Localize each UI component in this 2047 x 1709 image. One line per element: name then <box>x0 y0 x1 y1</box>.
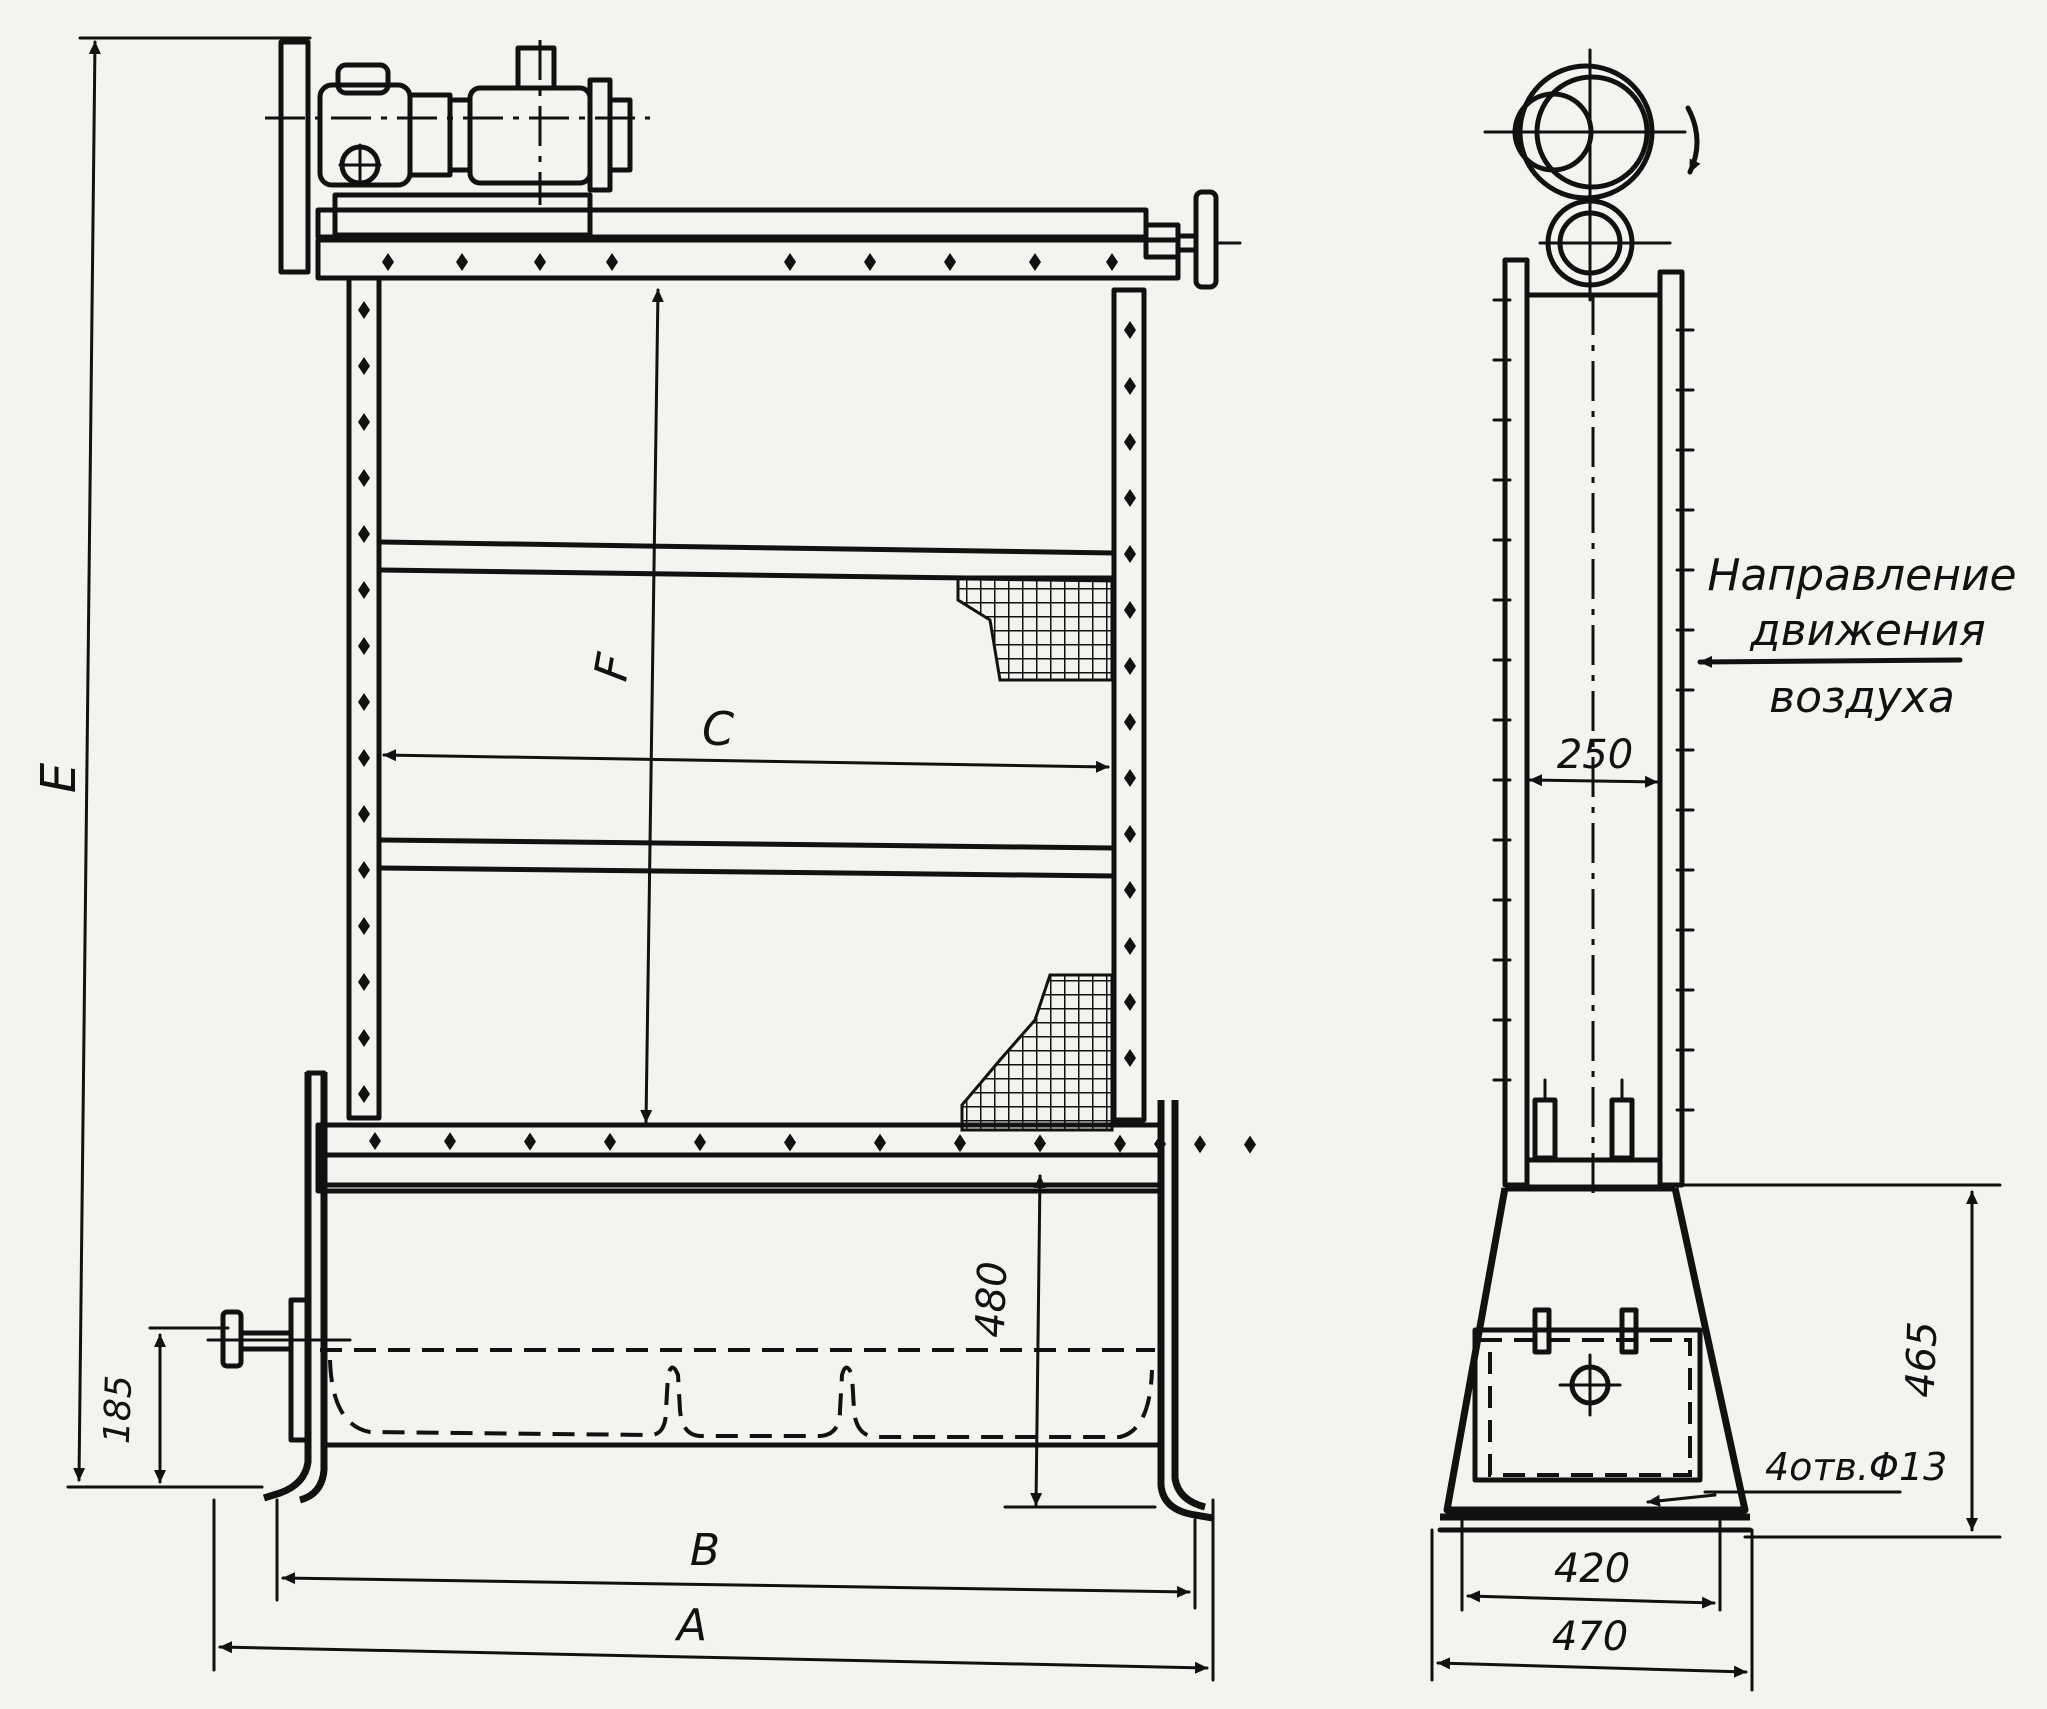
fan-rollers <box>1483 48 1701 302</box>
dimension-420: 420 <box>1460 1513 1722 1612</box>
right-post <box>1111 287 1147 1123</box>
holes-note: 4отв.Φ13 <box>1646 1445 1947 1507</box>
rivet <box>606 253 618 271</box>
rivet <box>1114 1134 1126 1153</box>
dimension-420-label: 420 <box>1554 1546 1630 1592</box>
rivet <box>954 1134 966 1153</box>
airflow-line-3: воздуха <box>1769 672 1955 723</box>
top-beam <box>315 189 1242 290</box>
rivet <box>358 749 370 767</box>
rivet <box>1124 1049 1136 1067</box>
dimension-470: 470 <box>1430 1528 1754 1692</box>
airflow-note: Направление движения воздуха <box>1697 550 2017 723</box>
rivet <box>1124 713 1136 731</box>
rivet <box>524 1132 536 1151</box>
rivet <box>358 469 370 487</box>
rivet <box>1124 825 1136 843</box>
dimension-185: 185 <box>97 1326 230 1484</box>
dimension-e-label: E <box>31 762 87 793</box>
airflow-line-1: Направление <box>1707 550 2016 601</box>
rivet <box>604 1132 616 1151</box>
rivet <box>784 1133 796 1152</box>
rivet <box>358 1085 370 1103</box>
rivet <box>358 805 370 823</box>
dimension-250: 250 <box>1528 732 1659 788</box>
side-channel <box>1502 257 1685 1195</box>
front-view: E F C 480 185 B <box>31 36 1256 1682</box>
rivet <box>1124 993 1136 1011</box>
rivet <box>358 581 370 599</box>
rivet <box>358 861 370 879</box>
rivet <box>1124 657 1136 675</box>
dimension-f: F <box>583 288 664 1124</box>
rivet <box>1124 769 1136 787</box>
dimension-a-label: A <box>674 1600 707 1651</box>
rivet <box>358 917 370 935</box>
dimension-b-label: B <box>690 1525 720 1576</box>
rivet <box>456 253 468 271</box>
dimension-250-label: 250 <box>1557 732 1633 778</box>
rivet <box>358 1029 370 1047</box>
rivet <box>1124 377 1136 395</box>
rivet <box>358 357 370 375</box>
rivet <box>694 1133 706 1152</box>
dimension-465: 465 <box>1673 1183 2002 1539</box>
dimension-f-label: F <box>583 649 641 685</box>
dimension-465-label: 465 <box>1898 1321 1947 1399</box>
rivet <box>358 413 370 431</box>
filter-mesh <box>956 575 1114 1132</box>
rivet <box>1124 489 1136 507</box>
rivet <box>444 1132 456 1151</box>
bottom-beam <box>315 1122 1164 1194</box>
rivet <box>1124 601 1136 619</box>
dimension-185-label: 185 <box>97 1375 140 1445</box>
pedestal <box>1437 1184 1753 1533</box>
rivet <box>864 253 876 271</box>
rivet <box>1029 253 1041 271</box>
rivet <box>1124 881 1136 899</box>
rivet <box>358 693 370 711</box>
rivet <box>1124 433 1136 451</box>
dimension-e: E <box>31 36 312 1489</box>
dimension-470-label: 470 <box>1552 1614 1628 1660</box>
left-post <box>346 275 382 1121</box>
rivet <box>1124 545 1136 563</box>
rivet <box>1106 253 1118 271</box>
rivet <box>358 525 370 543</box>
rivet <box>1244 1135 1256 1154</box>
rivet <box>382 253 394 271</box>
rivet <box>1124 937 1136 955</box>
rivet <box>358 637 370 655</box>
dimension-480: 480 <box>968 1174 1157 1509</box>
dimension-480-label: 480 <box>968 1261 1017 1339</box>
channel-ticks <box>1492 298 1695 1112</box>
dimension-c-label: C <box>702 702 734 756</box>
rivet <box>534 253 546 271</box>
dimension-a: A <box>212 1498 1215 1682</box>
rivet <box>784 253 796 271</box>
rivet <box>358 301 370 319</box>
airflow-line-2: движения <box>1749 605 1986 656</box>
rivet <box>1124 321 1136 339</box>
side-view: 250 465 4отв.Φ13 420 470 <box>1430 48 2017 1692</box>
rivet <box>1034 1134 1046 1153</box>
base-pan <box>206 1070 1214 1522</box>
rivet <box>944 253 956 271</box>
dimension-b: B <box>275 1498 1197 1610</box>
rivet <box>874 1133 886 1152</box>
rivet <box>369 1132 381 1150</box>
rivets <box>358 253 1256 1154</box>
holes-note-label: 4отв.Φ13 <box>1765 1445 1947 1489</box>
dimension-c: C <box>382 702 1110 773</box>
rivet <box>358 973 370 991</box>
rivet <box>1194 1135 1206 1154</box>
